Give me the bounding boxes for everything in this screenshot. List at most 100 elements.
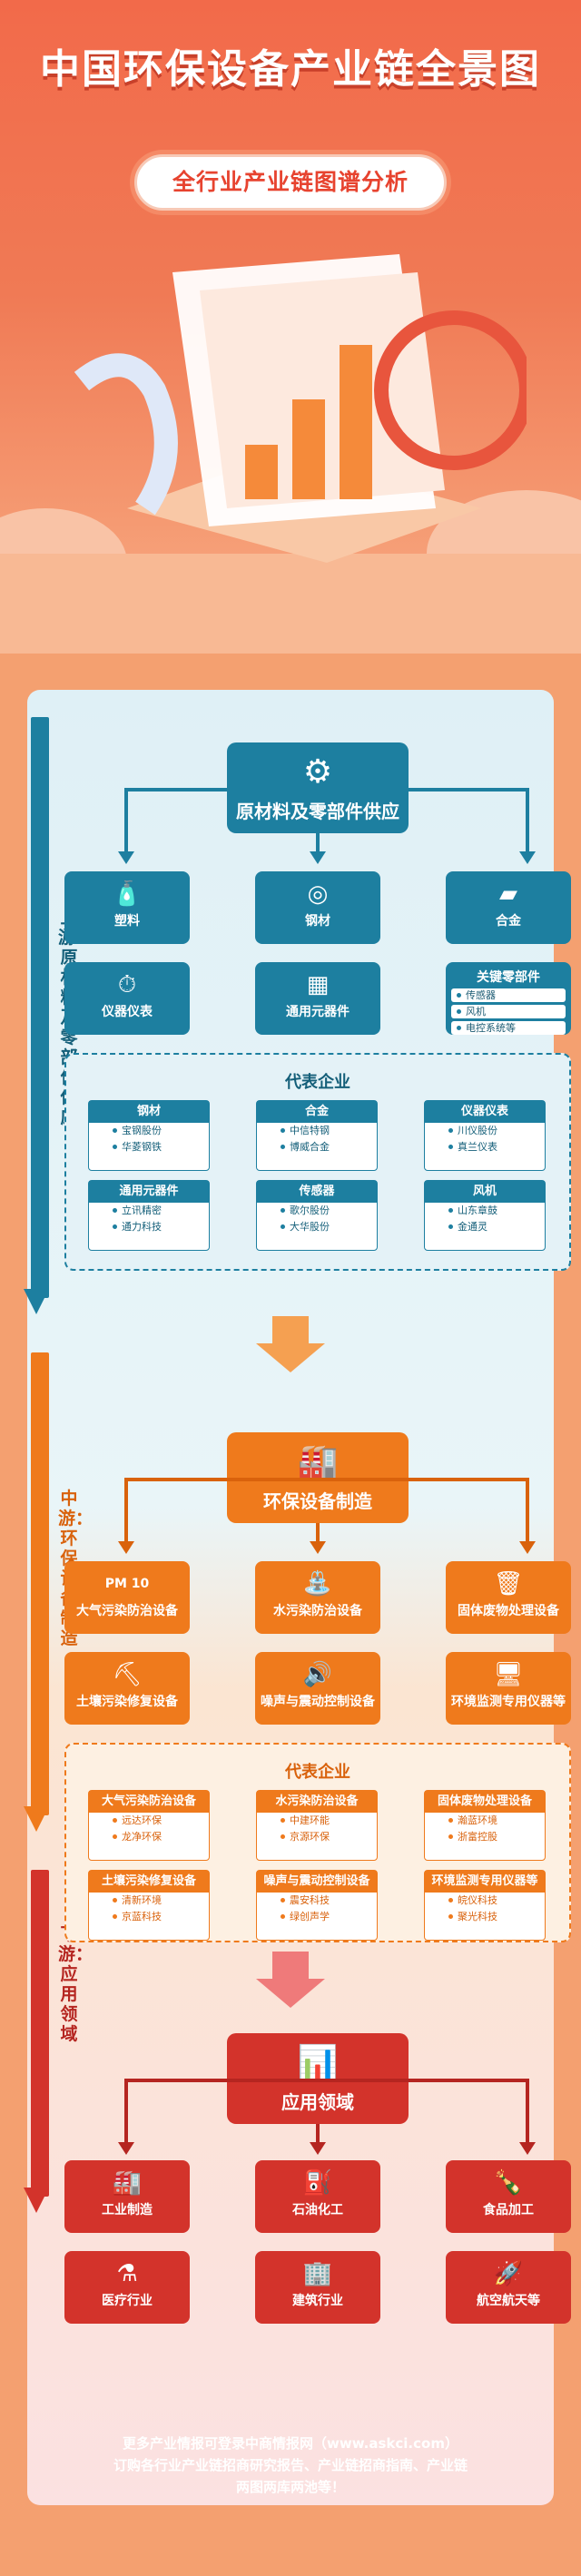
monitor-icon: 🖥 <box>493 1661 524 1688</box>
tile-label: 工业制造 <box>102 2203 153 2217</box>
rep-company-group: 仪器仪表川仪股份真兰仪表 <box>424 1100 546 1171</box>
rep-company-name: 清新环境 <box>89 1893 209 1909</box>
transition-arrow-stem <box>272 1316 309 1347</box>
connector <box>526 1478 529 1541</box>
rep-group-head: 仪器仪表 <box>425 1101 545 1123</box>
soil-drill-icon: ⛏ <box>112 1661 143 1688</box>
rep-company-name: 瀚蓝环境 <box>425 1813 545 1829</box>
oil-pump-icon: ⛽ <box>302 2169 333 2197</box>
tile-label: 航空航天等 <box>477 2294 540 2308</box>
rep-company-name: 博威合金 <box>257 1139 377 1155</box>
tile-label: 建筑行业 <box>292 2294 343 2308</box>
arrow-down-icon <box>310 851 326 864</box>
upstream-section: ⚙ 原材料及零部件供应 🧴 塑料 ◎ 钢材 ▰ 合金 ⏱ 仪器仪表 ▦ 通用元器… <box>64 690 571 1325</box>
downstream-hub-label: 应用领域 <box>281 2091 354 2113</box>
tile-label: 合金 <box>496 914 521 929</box>
upstream-connector <box>126 788 527 791</box>
upstream-side-arrow <box>31 717 49 1298</box>
rep-company-name: 山东章鼓 <box>425 1203 545 1219</box>
arrow-down-icon <box>519 851 536 864</box>
midstream-side-arrow <box>31 1352 49 1815</box>
industry-chain-card: 上游：原材料及零部件供应 中游：环保设备制造 下游：应用领域 ⚙ 原材料及零部件… <box>24 690 571 2505</box>
bottle-icon: 🧴 <box>112 880 143 908</box>
tile-label: 固体废物处理设备 <box>458 1604 559 1618</box>
downstream-arrow-head <box>24 2188 49 2213</box>
water-treatment-icon: ⛲ <box>302 1570 333 1598</box>
rep-group-head: 环境监测专用仪器等 <box>425 1871 545 1893</box>
arrow-down-icon <box>310 2142 326 2155</box>
rep-company-name: 浙富控股 <box>425 1829 545 1845</box>
connector <box>316 833 320 851</box>
rep-company-name: 远达环保 <box>89 1813 209 1829</box>
key-part-item: 风机 <box>451 1005 566 1018</box>
tile-label: 水污染防治设备 <box>273 1604 362 1618</box>
rep-group-head: 合金 <box>257 1101 377 1123</box>
arrow-down-icon <box>519 2142 536 2155</box>
midstream-tile-noise: 🔊 噪声与震动控制设备 <box>255 1652 380 1725</box>
rep-company-group: 风机山东章鼓金通灵 <box>424 1180 546 1251</box>
downstream-connector <box>126 2079 527 2082</box>
footer-text: 更多产业情报可登录中商情报网（www.askci.com） 订购各行业产业链招商… <box>54 2433 527 2498</box>
tile-label: 石油化工 <box>292 2203 343 2217</box>
midstream-hub-label: 环保设备制造 <box>263 1490 372 1512</box>
midstream-tile-solid-waste: 🗑 固体废物处理设备 <box>446 1561 571 1634</box>
downstream-tile-aerospace: 🚀 航空航天等 <box>446 2251 571 2324</box>
pm-badge: PM 10 <box>104 1577 150 1591</box>
rep-group-head: 大气污染防治设备 <box>89 1791 209 1813</box>
dashboard-icon: 📊 <box>297 2044 339 2081</box>
footer-line: 两图两库两池等！ <box>235 2479 345 2495</box>
rep-company-name: 中建环能 <box>257 1813 377 1829</box>
gauge-icon: ⏱ <box>117 971 137 998</box>
rep-group-head: 固体废物处理设备 <box>425 1791 545 1813</box>
rep-company-group: 合金中信特钢博威合金 <box>256 1100 378 1171</box>
upstream-hub-label: 原材料及零部件供应 <box>236 801 399 822</box>
factory-icon: 🏭 <box>112 2169 143 2197</box>
key-parts-title: 关键零部件 <box>477 970 540 985</box>
midstream-connector <box>126 1478 527 1481</box>
downstream-side-arrow <box>31 1870 49 2197</box>
rep-company-name: 京源环保 <box>257 1829 377 1845</box>
rep-group-head: 传感器 <box>257 1181 377 1203</box>
rep-company-name: 聚光科技 <box>425 1909 545 1925</box>
connector <box>526 2079 529 2142</box>
tile-label: 塑料 <box>114 914 140 929</box>
rep-company-name: 真兰仪表 <box>425 1139 545 1155</box>
arrow-down-icon <box>310 1541 326 1554</box>
rep-company-name: 中信特钢 <box>257 1123 377 1139</box>
key-part-item: 电控系统等 <box>451 1021 566 1035</box>
key-part-item: 传感器 <box>451 988 566 1002</box>
page-subtitle: 全行业产业链图谱分析 <box>172 169 409 195</box>
rep-company-group: 固体废物处理设备瀚蓝环境浙富控股 <box>424 1790 546 1861</box>
rep-group-head: 土壤污染修复设备 <box>89 1871 209 1893</box>
header-banner: 中国环保设备产业链全景图 全行业产业链图谱分析 <box>0 0 581 654</box>
rep-company-group: 钢材宝钢股份华菱钢铁 <box>88 1100 210 1171</box>
midstream-section: 🏭 环保设备制造 PM 10 大气污染防治设备 ⛲ 水污染防治设备 🗑 固体废物… <box>64 1380 571 1942</box>
upstream-tile-steel: ◎ 钢材 <box>255 871 380 944</box>
rep-company-name: 歌尔股份 <box>257 1203 377 1219</box>
rocket-icon: 🚀 <box>493 2260 524 2287</box>
rep-company-group: 环境监测专用仪器等皖仪科技聚光科技 <box>424 1870 546 1941</box>
downstream-tile-medical: ⚗ 医疗行业 <box>64 2251 190 2324</box>
downstream-side-label: 下游：应用领域 <box>58 1924 94 2044</box>
rep-title: 代表企业 <box>285 1073 350 1092</box>
midstream-tile-soil: ⛏ 土壤污染修复设备 <box>64 1652 190 1725</box>
flask-icon: ⚗ <box>116 2260 138 2287</box>
chip-icon: ▦ <box>306 971 330 998</box>
downstream-tile-food: 🍾 食品加工 <box>446 2160 571 2233</box>
upstream-rep-box: 代表企业 钢材宝钢股份华菱钢铁合金中信特钢博威合金仪器仪表川仪股份真兰仪表通用元… <box>64 1053 571 1271</box>
upstream-tile-instrument: ⏱ 仪器仪表 <box>64 962 190 1035</box>
rep-company-name: 立讯精密 <box>89 1203 209 1219</box>
arrow-down-icon <box>118 1541 134 1554</box>
rep-company-name: 华菱钢铁 <box>89 1139 209 1155</box>
arrow-down-icon <box>118 2142 134 2155</box>
upstream-tile-components: ▦ 通用元器件 <box>255 962 380 1035</box>
midstream-tile-air: PM 10 大气污染防治设备 <box>64 1561 190 1634</box>
rep-group-head: 通用元器件 <box>89 1181 209 1203</box>
page-title: 中国环保设备产业链全景图 <box>40 46 541 93</box>
factory-machine-icon: 🏭 <box>297 1443 339 1480</box>
subtitle-pill: 全行业产业链图谱分析 <box>134 154 447 211</box>
upstream-tile-key-parts: 关键零部件 传感器 风机 电控系统等 <box>446 962 571 1035</box>
noise-machine-icon: 🔊 <box>302 1661 333 1688</box>
ingot-icon: ▰ <box>499 880 517 908</box>
midstream-arrow-head <box>24 1806 49 1832</box>
